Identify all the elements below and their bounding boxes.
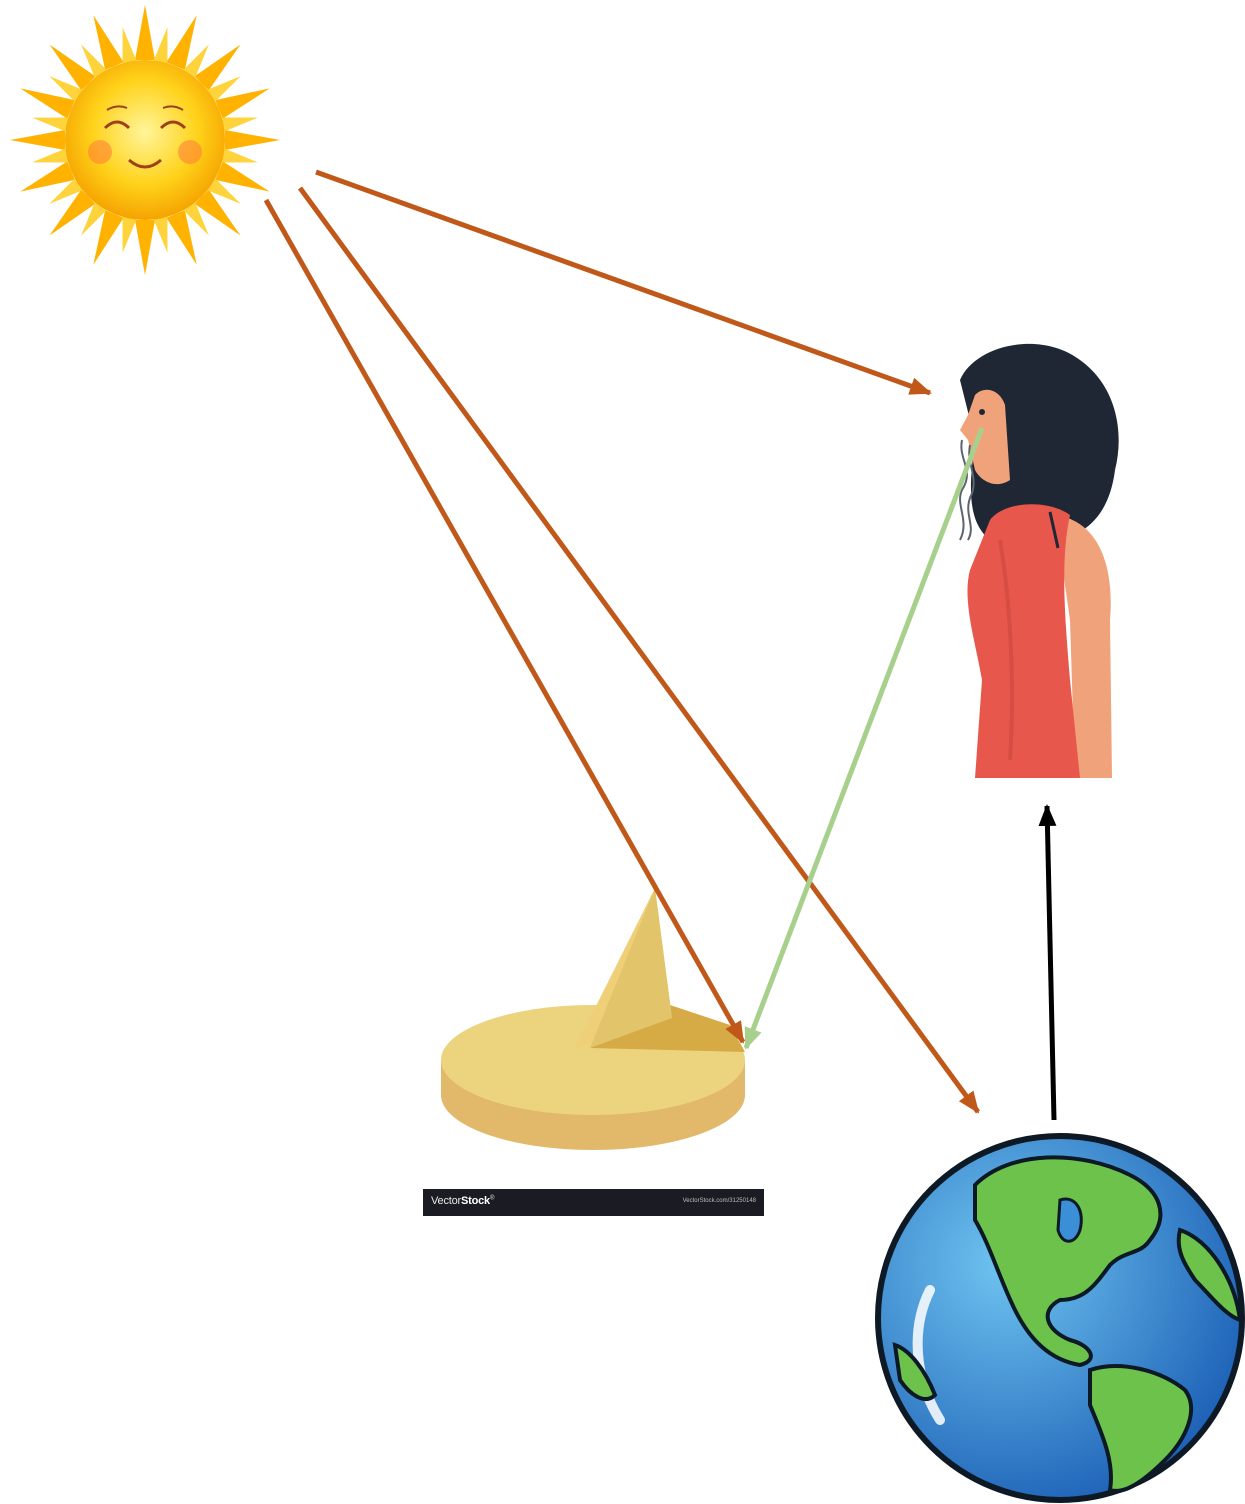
sun-to-sundial-arrow bbox=[266, 200, 743, 1042]
sundial-icon bbox=[441, 888, 745, 1150]
watermark-brand: VectorStock® bbox=[431, 1195, 494, 1207]
sun-to-person-arrow bbox=[316, 172, 930, 393]
watermark-url: VectorStock.com/31250148 bbox=[683, 1198, 756, 1204]
sun-icon bbox=[10, 5, 280, 275]
vectorstock-watermark: VectorStock® VectorStock.com/31250148 bbox=[423, 1189, 764, 1216]
earth-to-person-arrow bbox=[1047, 806, 1054, 1120]
earth-icon bbox=[878, 1136, 1242, 1500]
person-icon bbox=[960, 344, 1119, 778]
